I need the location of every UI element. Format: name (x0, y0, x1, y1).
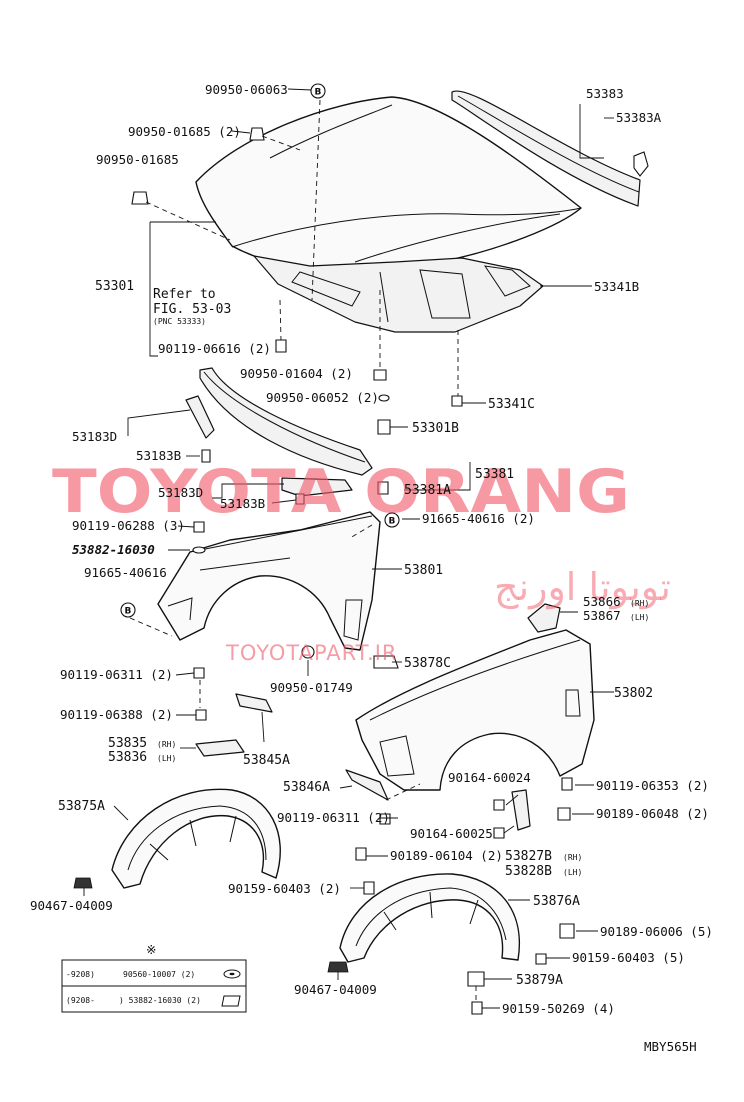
callout-53341C: 53341C (488, 397, 535, 412)
callout-90119-06311-2-a: 90119-06311 (2) (60, 667, 173, 682)
callout-53835: 53835 (108, 736, 147, 751)
callout-90119-06353-2: 90119-06353 (2) (596, 778, 709, 793)
callout-53301: 53301 (95, 279, 134, 294)
watermark: TOYOTA ORANG تویوتا اورنج TOYOTAPART.IR (52, 457, 671, 665)
callout-53867: 53867 (583, 608, 621, 623)
fender-liner-left (111, 788, 281, 889)
callout-53875A: 53875A (58, 799, 105, 814)
callout-90950-01685: 90950-01685 (96, 152, 179, 167)
hardware (73, 127, 649, 1015)
callout-90467-04009-a: 90467-04009 (30, 898, 113, 913)
fender-bracket-53845A (235, 693, 273, 713)
callout-53183B-upper: 53183B (136, 448, 181, 463)
callout-53381: 53381 (475, 467, 514, 482)
legend-row2-range: (9208- (66, 996, 95, 1005)
callout-labels: 90950-06063 90950-01685 (2) 90950-01685 … (30, 82, 713, 1054)
callout-53827B: 53827B (505, 849, 552, 864)
callout-pnc: (PNC 53333) (153, 317, 206, 326)
callout-refer-to: Refer to (153, 287, 216, 302)
callout-90950-01604-2: 90950-01604 (2) (240, 366, 353, 381)
fender-left (157, 511, 381, 651)
callout-53836-lh: (LH) (157, 754, 176, 763)
cowl-seal (199, 367, 373, 476)
callout-91665-40616-2: 91665-40616 (2) (422, 511, 535, 526)
callout-53836: 53836 (108, 750, 147, 765)
leader-lines (83, 88, 614, 1009)
callout-90119-06288-3: 90119-06288 (3) (72, 518, 185, 533)
legend-row2-pad (221, 995, 241, 1007)
callout-53878C: 53878C (404, 656, 451, 671)
callout-53381A: 53381A (404, 483, 451, 498)
fender-seal-upper (185, 395, 215, 439)
legend-row2-part: ) 53882-16030 (2) (119, 996, 201, 1005)
callout-90119-06388-2: 90119-06388 (2) (60, 707, 173, 722)
fender-bracket-53835 (195, 739, 245, 757)
callout-53827B-rh: (RH) (563, 853, 582, 862)
callout-53183B-lower: 53183B (220, 496, 265, 511)
callout-53867-lh: (LH) (630, 613, 649, 622)
callout-90159-50269-4: 90159-50269 (4) (502, 1001, 615, 1016)
callout-53835-rh: (RH) (157, 740, 176, 749)
callout-53866-rh: (RH) (630, 599, 649, 608)
callout-53882-handwritten: 53882-16030 (72, 542, 155, 557)
callout-90950-01685-2: 90950-01685 (2) (128, 124, 241, 139)
callout-90950-06052-2: 90950-06052 (2) (266, 390, 379, 405)
callout-53879A: 53879A (516, 973, 563, 988)
callout-53301B: 53301B (412, 421, 459, 436)
callout-fig: FIG. 53-03 (153, 302, 231, 317)
callout-90164-60025: 90164-60025 (410, 826, 493, 841)
callout-90950-01749: 90950-01749 (270, 680, 353, 695)
callout-53341B: 53341B (594, 279, 639, 294)
callout-53383A: 53383A (616, 110, 662, 125)
fender-liner-right (339, 873, 520, 963)
watermark-brand: TOYOTA ORANG (52, 457, 630, 527)
mudguard (511, 789, 531, 831)
diagram-code: MBY565H (644, 1039, 697, 1054)
callout-90119-06616-2: 90119-06616 (2) (158, 341, 271, 356)
marker-b-3: B (120, 602, 136, 618)
callout-53866: 53866 (583, 594, 621, 609)
svg-text:B: B (125, 607, 132, 617)
callout-53876A: 53876A (533, 894, 580, 909)
callout-90159-60403-2: 90159-60403 (2) (228, 881, 341, 896)
watermark-url: TOYOTAPART.IR (225, 641, 398, 665)
callout-90467-04009-b: 90467-04009 (294, 982, 377, 997)
legend-row1-part: 90560-10007 (2) (123, 970, 195, 979)
fender-right (355, 629, 595, 791)
callout-90159-60403-5: 90159-60403 (5) (572, 950, 685, 965)
legend-table: ※ -9208) 90560-10007 (2) (9208- ) 53882-… (61, 942, 247, 1013)
marker-b-2: B (384, 512, 400, 528)
callout-90189-06006-5: 90189-06006 (5) (600, 924, 713, 939)
legend-symbol: ※ (146, 942, 156, 957)
callout-90950-06063: 90950-06063 (205, 82, 288, 97)
legend-row1-range: -9208) (66, 970, 95, 979)
callout-53183D-upper: 53183D (72, 429, 117, 444)
hood-seal (451, 90, 641, 207)
callout-90189-06104-2: 90189-06104 (2) (390, 848, 503, 863)
svg-text:B: B (389, 517, 396, 527)
callout-53846A: 53846A (283, 780, 330, 795)
fender-seal-lower (281, 477, 353, 497)
callout-53801: 53801 (404, 563, 443, 578)
marker-b-1: B (310, 83, 326, 99)
hood-panel (195, 96, 582, 333)
callout-53183D-lower: 53183D (158, 485, 203, 500)
fender-bracket-front (527, 603, 561, 633)
callout-90119-06311-2-b: 90119-06311 (2) (277, 810, 390, 825)
callout-90189-06048-2: 90189-06048 (2) (596, 806, 709, 821)
callout-53802: 53802 (614, 686, 653, 701)
callout-91665-40616: 91665-40616 (84, 565, 167, 580)
callout-53845A: 53845A (243, 753, 290, 768)
callout-53828B: 53828B (505, 864, 552, 879)
callout-53383: 53383 (586, 86, 624, 101)
callout-53828B-lh: (LH) (563, 868, 582, 877)
callout-90164-60024: 90164-60024 (448, 770, 531, 785)
watermark-arabic: تویوتا اورنج (494, 565, 671, 610)
fender-bracket-53846A (345, 769, 389, 801)
svg-text:B: B (315, 88, 322, 98)
